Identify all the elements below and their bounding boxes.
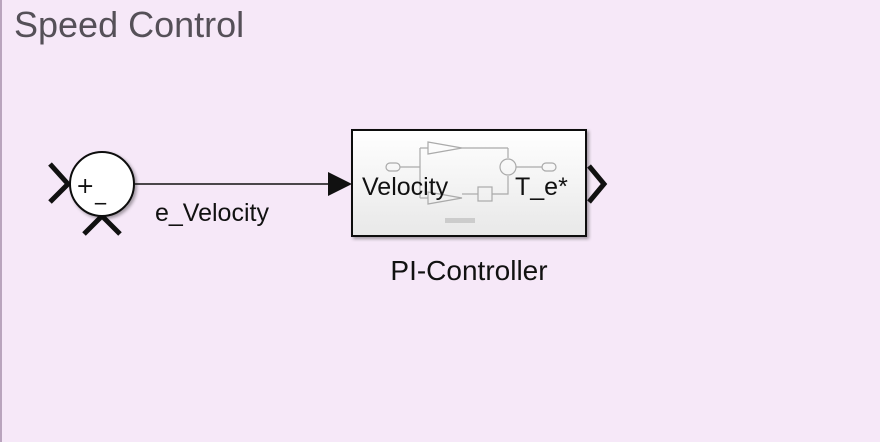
- sum-input-bottom-port[interactable]: [82, 212, 122, 236]
- sum-plus-sign: +: [76, 174, 94, 199]
- pi-block-name[interactable]: PI-Controller: [390, 255, 547, 286]
- area-title: Speed Control: [14, 4, 245, 45]
- signal-line[interactable]: [134, 172, 352, 196]
- sum-minus-sign: _: [94, 180, 107, 205]
- pi-output-port[interactable]: [587, 164, 608, 204]
- pi-output-port-label: T_e*: [515, 173, 568, 201]
- pi-controller-block[interactable]: Velocity T_e*: [351, 129, 587, 237]
- sum-input-left-port[interactable]: [48, 162, 72, 204]
- signal-label[interactable]: e_Velocity: [155, 199, 269, 227]
- sum-block[interactable]: + _: [69, 151, 135, 217]
- block-preview-graphic: [385, 141, 557, 223]
- pi-input-port-label: Velocity: [362, 173, 449, 201]
